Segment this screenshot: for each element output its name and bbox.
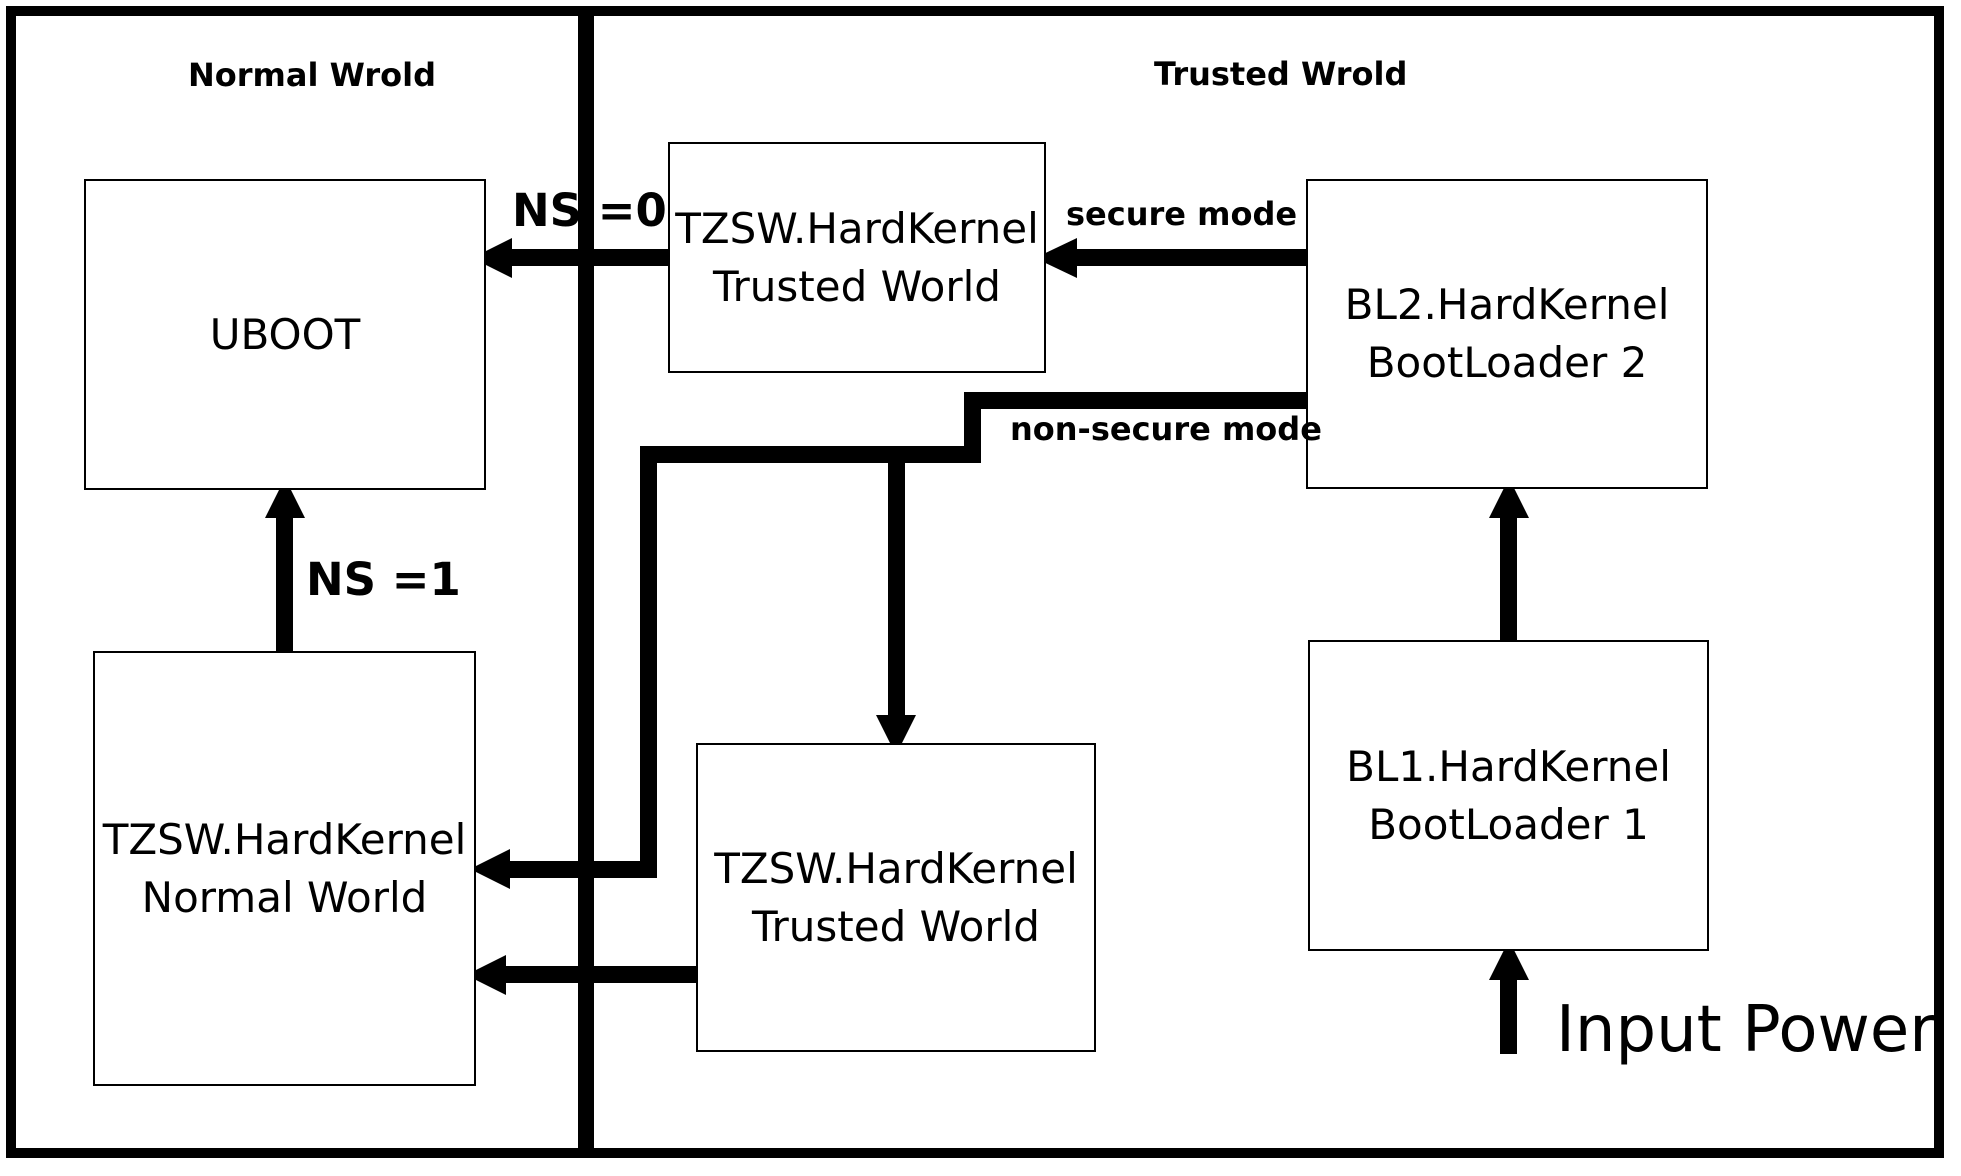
bl1-to-bl2-arrow-shaft — [1500, 515, 1517, 642]
bl1-box: BL1.HardKernel BootLoader 1 — [1308, 640, 1709, 951]
uboot-label: UBOOT — [209, 309, 361, 359]
bl1-line2: BootLoader 1 — [1368, 799, 1649, 849]
ns1-arrow-shaft — [276, 515, 293, 653]
secure-mode-label: secure mode — [1066, 195, 1298, 233]
bl2-line2: BootLoader 2 — [1366, 338, 1648, 387]
tzsw-normal-line2: Normal World — [141, 872, 428, 922]
trusted-to-normal-arrow-shaft — [504, 966, 698, 983]
ns1-arrow-head — [265, 478, 305, 518]
ns0-arrow-shaft — [510, 249, 670, 266]
non-secure-path-down-shaft — [888, 446, 905, 718]
outer-frame — [6, 6, 1944, 1158]
trusted-to-normal-arrow-head — [466, 955, 506, 995]
normal-world-title: Normal Wrold — [188, 56, 436, 94]
non-secure-path-down-head — [876, 715, 916, 755]
input-power-label: Input Power — [1556, 993, 1936, 1067]
input-power-arrow-shaft — [1500, 977, 1517, 1054]
non-secure-path-left-vertical — [640, 446, 657, 878]
tzsw-trusted-top-line1: TZSW.HardKernel — [675, 203, 1039, 253]
secure-mode-arrow-shaft — [1075, 249, 1309, 266]
bl1-to-bl2-arrow-head — [1489, 478, 1529, 518]
ns0-label: NS =0 — [512, 184, 667, 237]
tzsw-trusted-bottom-line2: Trusted World — [752, 901, 1040, 951]
tzsw-normal-world-box: TZSW.HardKernel Normal World — [93, 651, 476, 1086]
non-secure-path-step — [964, 392, 981, 463]
non-secure-path-middle — [640, 446, 981, 463]
tzsw-trusted-world-bottom-box: TZSW.HardKernel Trusted World — [696, 743, 1096, 1052]
tzsw-trusted-top-line2: Trusted World — [713, 261, 1001, 311]
bl2-line1: BL2.HardKernel — [1344, 280, 1670, 329]
non-secure-path-top — [964, 392, 1318, 409]
secure-mode-arrow-head — [1035, 238, 1077, 278]
uboot-box: UBOOT — [84, 179, 486, 490]
non-secure-path-to-normal-head — [470, 849, 510, 889]
non-secure-mode-label: non-secure mode — [1010, 410, 1322, 448]
tzsw-trusted-world-top-box: TZSW.HardKernel Trusted World — [668, 142, 1046, 373]
bl1-line1: BL1.HardKernel — [1346, 741, 1671, 791]
tzsw-trusted-bottom-line1: TZSW.HardKernel — [714, 843, 1078, 893]
ns0-arrow-head — [472, 238, 512, 278]
trusted-world-title: Trusted Wrold — [1154, 55, 1408, 93]
ns1-label: NS =1 — [306, 553, 461, 606]
input-power-arrow-head — [1489, 940, 1529, 980]
non-secure-path-to-normal-shaft — [508, 861, 657, 878]
bl2-box: BL2.HardKernel BootLoader 2 — [1306, 179, 1708, 489]
tzsw-normal-line1: TZSW.HardKernel — [102, 814, 467, 864]
